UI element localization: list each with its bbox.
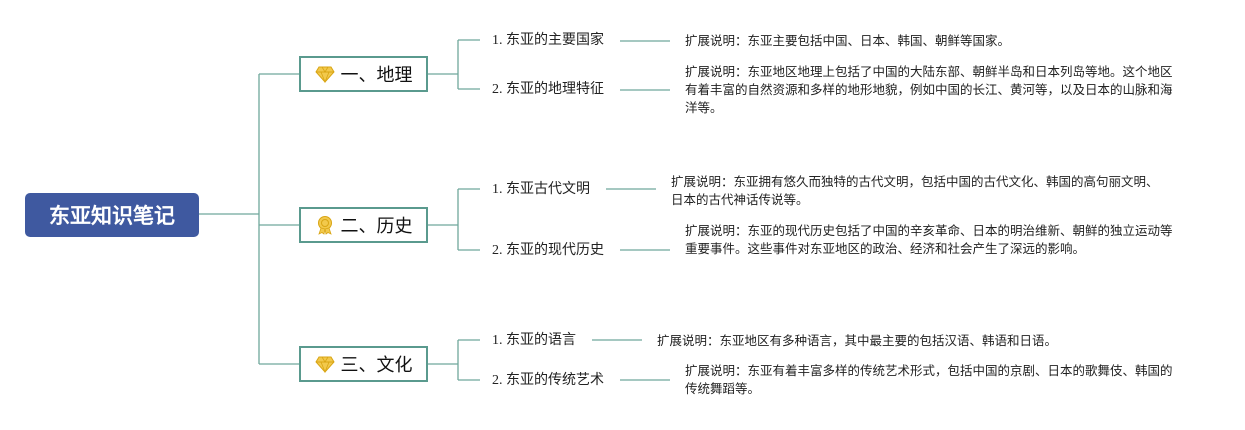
topic-label: 一、地理	[340, 65, 413, 86]
root-node[interactable]: 东亚知识笔记	[25, 193, 199, 237]
subtopic-main-countries[interactable]: 1. 东亚的主要国家	[492, 33, 604, 48]
subtopic-ancient-civilization[interactable]: 1. 东亚古代文明	[492, 182, 590, 197]
subtopic-languages[interactable]: 1. 东亚的语言	[492, 333, 576, 348]
note-languages: 扩展说明：东亚地区有多种语言，其中最主要的包括汉语、韩语和日语。	[657, 333, 1058, 348]
topic-geography[interactable]: 一、地理	[299, 56, 428, 92]
topic-label: 三、文化	[340, 355, 413, 376]
note-modern-history: 扩展说明：东亚的现代历史包括了中国的辛亥革命、日本的明治维新、朝鲜的独立运动等重…	[685, 223, 1173, 256]
note-traditional-arts: 扩展说明：东亚有着丰富多样的传统艺术形式，包括中国的京剧、日本的歌舞伎、韩国的传…	[685, 363, 1173, 396]
subtopic-modern-history[interactable]: 2. 东亚的现代历史	[492, 243, 604, 258]
note-geo-features: 扩展说明：东亚地区地理上包括了中国的大陆东部、朝鲜半岛和日本列岛等地。这个地区有…	[685, 64, 1173, 115]
topic-culture[interactable]: 三、文化	[299, 346, 428, 382]
diamond-icon	[314, 354, 335, 374]
note-ancient-civilization: 扩展说明：东亚拥有悠久而独特的古代文明，包括中国的古代文化、韩国的高句丽文明、日…	[671, 174, 1159, 207]
medal-icon	[315, 215, 335, 235]
diamond-icon	[314, 64, 335, 84]
note-main-countries: 扩展说明：东亚主要包括中国、日本、韩国、朝鲜等国家。	[685, 33, 1011, 48]
subtopic-traditional-arts[interactable]: 2. 东亚的传统艺术	[492, 373, 604, 388]
topic-label: 二、历史	[340, 216, 413, 237]
subtopic-geo-features[interactable]: 2. 东亚的地理特征	[492, 82, 604, 97]
topic-history[interactable]: 二、历史	[299, 207, 428, 243]
root-title: 东亚知识笔记	[49, 204, 175, 228]
